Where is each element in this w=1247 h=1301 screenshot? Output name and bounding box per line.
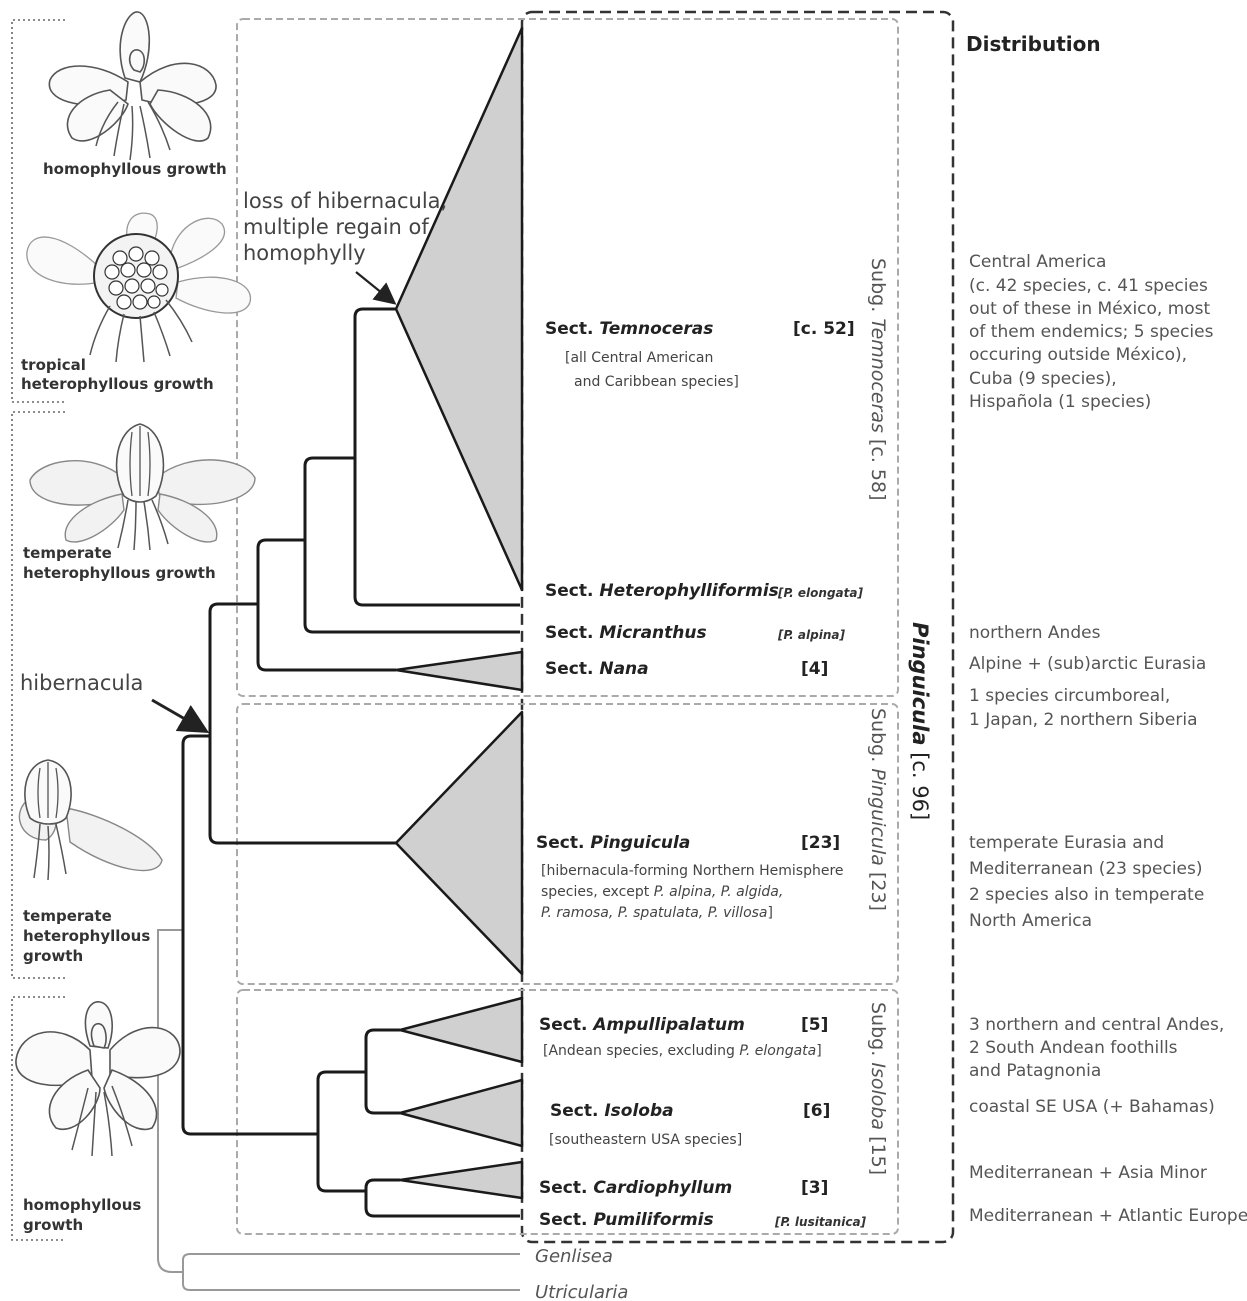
- sect-nana-count: [4]: [801, 659, 828, 679]
- growth-label-4-line2: growth: [23, 1216, 83, 1234]
- sect-pinguicula-note-2: species, except P. alpina, P. algida,: [541, 884, 783, 900]
- dist-temperate-3: 2 species also in temperate: [969, 885, 1204, 905]
- hibernacula-annotation: hibernacula: [20, 671, 143, 695]
- outgroup-branches: [157, 929, 520, 1291]
- loss-arrow: [355, 271, 397, 305]
- growth-label-1-line2: heterophyllous growth: [21, 375, 214, 393]
- outgroup-utricularia: Utricularia: [535, 1282, 628, 1301]
- sect-cardiophyllum-label: Sect. Cardiophyllum: [539, 1178, 732, 1198]
- subg-isoloba-label: Subg. Isoloba [15]: [867, 1002, 889, 1175]
- homophyllous-plant-1-icon: [48, 11, 217, 161]
- sect-pinguicula-note-3: P. ramosa, P. spatulata, P. villosa]: [541, 905, 773, 921]
- dist-temperate-1: temperate Eurasia and: [969, 833, 1164, 853]
- tropical-plant-icon: [26, 212, 252, 363]
- genus-label: Pinguicula [c. 96]: [908, 622, 932, 820]
- distribution-heading: Distribution: [966, 32, 1101, 56]
- sect-ampullipalatum-note: [Andean species, excluding P. elongata]: [543, 1043, 822, 1059]
- dist-0-line-3: of them endemics; 5 species: [969, 322, 1214, 342]
- clade-nana: [394, 650, 524, 692]
- clade-isoloba: [398, 1078, 524, 1148]
- sect-isoloba-count: [6]: [803, 1101, 830, 1121]
- temperate-plant-2-icon: [18, 759, 163, 881]
- dist-circumboreal-2: 1 Japan, 2 northern Siberia: [969, 710, 1198, 730]
- sect-ampullipalatum-label: Sect. Ampullipalatum: [539, 1015, 745, 1035]
- sect-pinguicula-label: Sect. Pinguicula: [536, 833, 690, 853]
- sect-nana-label: Sect. Nana: [545, 659, 649, 679]
- dist-0-line-5: Cuba (9 species),: [969, 369, 1117, 389]
- sect-pinguicula-count: [23]: [801, 833, 840, 853]
- subg-temnoceras-label: Subg. Temnoceras [c. 58]: [867, 258, 889, 501]
- dist-0-line-6: Hispañola (1 species): [969, 392, 1151, 412]
- sect-micranthus-label: Sect. Micranthus: [545, 623, 707, 643]
- dist-med-atlantic: Mediterranean + Atlantic Europe: [969, 1206, 1247, 1226]
- clade-temnoceras: [394, 26, 524, 592]
- clade-cardiophyllum: [398, 1160, 524, 1200]
- dist-temperate-2: Mediterranean (23 species): [969, 859, 1202, 879]
- dist-med-asia-minor: Mediterranean + Asia Minor: [969, 1163, 1207, 1183]
- growth-label-0: homophyllous growth: [43, 160, 227, 178]
- subgenus-temnoceras-box: [236, 18, 899, 697]
- dist-0-line-2: out of these in México, most: [969, 299, 1211, 319]
- sect-pumiliformis-label: Sect. Pumiliformis: [539, 1210, 714, 1230]
- dist-temperate-4: North America: [969, 911, 1092, 931]
- dist-0-line-0: Central America: [969, 252, 1106, 272]
- sect-ampullipalatum-count: [5]: [801, 1015, 828, 1035]
- dist-northern-andes: northern Andes: [969, 623, 1101, 643]
- growth-label-2-line1: temperate: [23, 544, 112, 562]
- sect-isoloba-note: [southeastern USA species]: [549, 1132, 742, 1148]
- distribution-central-america: Central America (c. 42 species, c. 41 sp…: [969, 252, 1214, 412]
- growth-label-3-line2: heterophyllous: [23, 927, 150, 945]
- dist-0-line-1: (c. 42 species, c. 41 species: [969, 276, 1208, 296]
- clade-ampullipalatum: [398, 996, 524, 1064]
- temperate-plant-1-icon: [29, 423, 256, 551]
- sect-temnoceras-count: [c. 52]: [793, 319, 855, 339]
- dist-andes-2: 2 South Andean foothills: [969, 1038, 1178, 1058]
- growth-label-1-line1: tropical: [21, 356, 86, 374]
- dist-circumboreal-1: 1 species circumboreal,: [969, 686, 1170, 706]
- growth-label-4-line1: homophyllous: [23, 1196, 141, 1214]
- hibernacula-arrow: [151, 698, 210, 733]
- growth-label-3-line1: temperate: [23, 907, 112, 925]
- clade-pinguicula: [394, 710, 524, 976]
- sect-pinguicula-note-1: [hibernacula-forming Northern Hemisphere: [541, 863, 844, 879]
- genus-box: [520, 10, 955, 1244]
- sect-temnoceras-label: Sect. Temnoceras: [545, 319, 713, 339]
- sect-heterophylliformis-species: [P. elongata]: [777, 586, 863, 600]
- dist-andes-1: 3 northern and central Andes,: [969, 1015, 1224, 1035]
- sect-temnoceras-note-2: and Caribbean species]: [574, 374, 739, 390]
- growth-label-3-line3: growth: [23, 947, 83, 965]
- sect-heterophylliformis-label: Sect. Heterophylliformis: [545, 581, 779, 601]
- growth-label-2-line2: heterophyllous growth: [23, 564, 216, 582]
- sect-temnoceras-note-1: [all Central American: [565, 350, 713, 366]
- subg-pinguicula-label: Subg. Pinguicula [23]: [867, 708, 889, 911]
- loss-annotation-line1: loss of hibernacula,: [243, 189, 447, 213]
- outgroup-genlisea: Genlisea: [535, 1246, 613, 1267]
- sect-cardiophyllum-count: [3]: [801, 1178, 828, 1198]
- sect-micranthus-species: [P. alpina]: [777, 628, 845, 642]
- sect-pumiliformis-species: [P. lusitanica]: [774, 1215, 867, 1229]
- dist-alpine-eurasia: Alpine + (sub)arctic Eurasia: [969, 654, 1206, 674]
- dist-0-line-4: occuring outside México),: [969, 345, 1187, 365]
- dist-se-usa: coastal SE USA (+ Bahamas): [969, 1097, 1215, 1117]
- clade-triangles: [394, 26, 524, 1200]
- loss-annotation-line2: multiple regain of: [243, 215, 429, 239]
- sect-isoloba-label: Sect. Isoloba: [550, 1101, 674, 1121]
- subgenus-isoloba-box: [236, 989, 899, 1235]
- loss-annotation-line3: homophylly: [243, 241, 366, 265]
- growth-brackets: [11, 19, 65, 1241]
- tree-branches: [181, 307, 520, 1218]
- homophyllous-plant-2-icon: [15, 1001, 181, 1157]
- dist-andes-3: and Patagnonia: [969, 1061, 1101, 1081]
